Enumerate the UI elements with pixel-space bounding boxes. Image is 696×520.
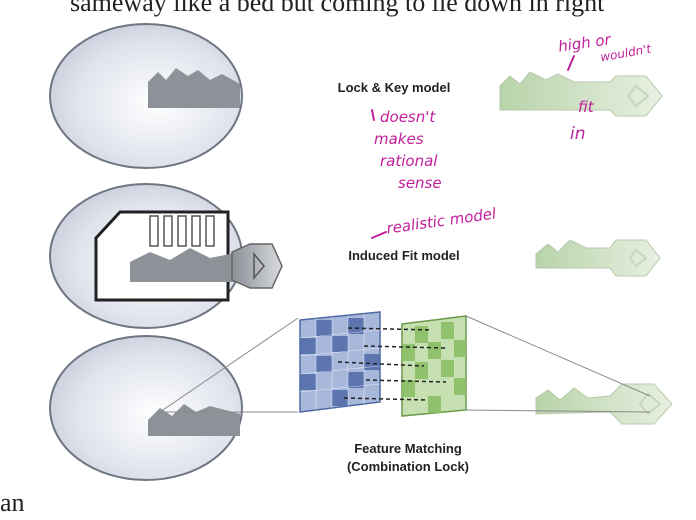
- green-key-1: [499, 71, 663, 117]
- matching-dashed-lines: [337, 327, 447, 401]
- dash-realistic: [371, 231, 387, 239]
- green-feature-grid: [401, 315, 467, 417]
- note-in: in: [570, 124, 586, 144]
- green-key-3: [535, 383, 673, 425]
- green-key-2: [535, 239, 661, 277]
- lock-3: [49, 335, 243, 481]
- handwritten-strokes: [371, 55, 575, 239]
- note-doesnt-line4: sense: [398, 174, 442, 192]
- label-feature-matching: Feature Matching (Combination Lock): [318, 440, 498, 476]
- pin-tumblers: [149, 215, 215, 247]
- lock-1: [49, 23, 243, 169]
- pin-tumbler-housing: [94, 210, 230, 302]
- gray-key-head: [231, 243, 283, 289]
- label-induced-fit-model: Induced Fit model: [348, 248, 460, 263]
- note-doesnt-line3: rational: [380, 152, 438, 170]
- projection-lines: [159, 315, 651, 413]
- note-doesnt-line1: doesn't: [380, 108, 436, 126]
- cropped-top-text: sameway like a bed but coming to lie dow…: [70, 0, 605, 17]
- tick-mark-high: [567, 55, 575, 71]
- note-doesnt-line2: makes: [374, 130, 424, 148]
- tick-mark-doesnt: [371, 109, 375, 121]
- inserted-key-blade: [130, 248, 240, 282]
- label-feature-matching-line1: Feature Matching: [354, 441, 462, 456]
- label-feature-matching-line2: (Combination Lock): [346, 459, 470, 474]
- note-fit: fit: [578, 98, 594, 116]
- lock-1-keyhole: [148, 68, 240, 108]
- cropped-bottom-text: an: [0, 488, 25, 517]
- label-lock-and-key-model: Lock & Key model: [337, 80, 451, 95]
- lock-2: [49, 183, 283, 329]
